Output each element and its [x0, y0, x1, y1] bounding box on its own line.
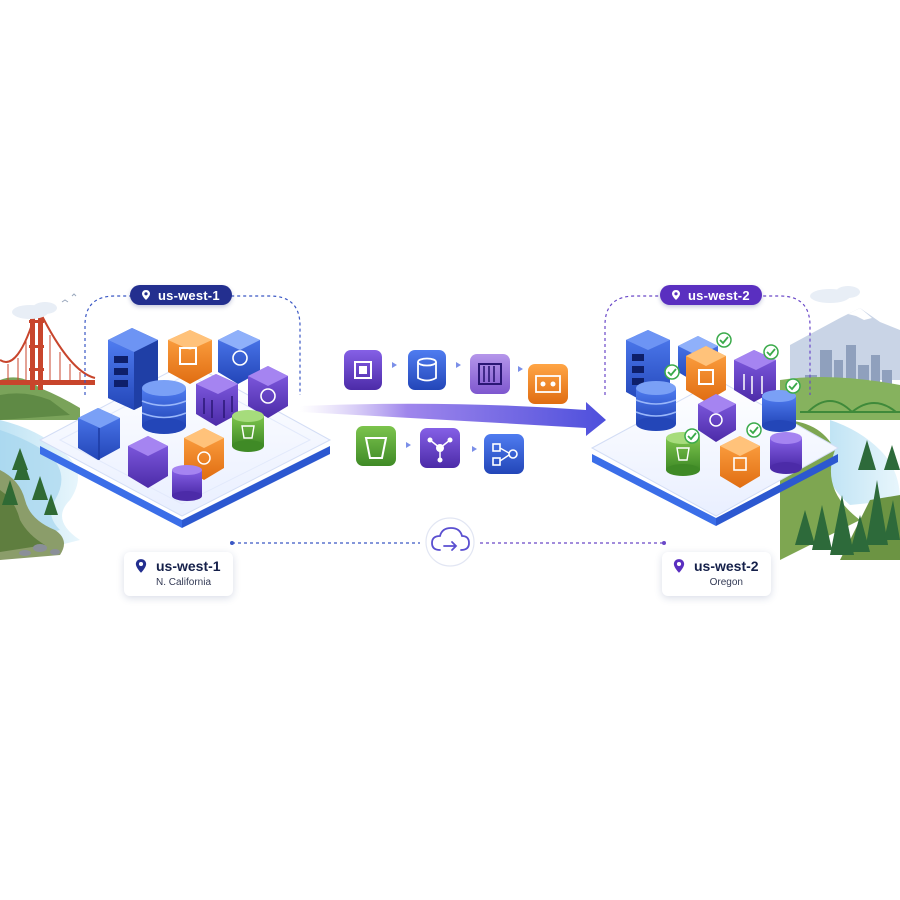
- green-bridge: [800, 400, 900, 413]
- tile-settings-sliders-icon: [528, 364, 568, 404]
- left-scenery: [0, 293, 96, 560]
- migration-arrow: [300, 402, 606, 436]
- container-icon: [734, 350, 776, 402]
- birds-left: [61, 293, 77, 303]
- compute-cube-icon: [78, 408, 120, 460]
- ai-brain-icon: [698, 394, 736, 442]
- source-region-tag: us-west-1: [130, 285, 232, 305]
- queue-cube-icon: [128, 436, 168, 488]
- pine-trees-left: [2, 448, 58, 515]
- small-arrows: [392, 362, 523, 452]
- settings-sliders-icon: [720, 436, 760, 488]
- target-region-name: Oregon: [709, 577, 743, 588]
- migration-flow: [296, 350, 606, 474]
- source-region-name: N. California: [156, 577, 212, 588]
- tile-container-icon: [470, 354, 510, 394]
- rocks-left: [19, 544, 60, 556]
- tile-workflow-icon: [484, 434, 524, 474]
- tile-network-hub-icon: [420, 428, 460, 468]
- location-pin-icon: [672, 290, 680, 300]
- location-pin-icon: [673, 559, 685, 573]
- right-scenery: [780, 286, 900, 560]
- golden-gate-bridge: [0, 310, 96, 390]
- region-connection: [230, 517, 666, 567]
- database-icon: [635, 381, 677, 431]
- tile-bucket-icon: [356, 426, 396, 466]
- source-services: [78, 328, 288, 501]
- network-hub-icon: [218, 330, 260, 384]
- location-pin-icon: [142, 290, 150, 300]
- database-icon-secondary: [762, 390, 796, 432]
- target-region-code: us-west-2: [694, 558, 759, 574]
- ai-brain-icon: [248, 366, 288, 418]
- source-region-card: us-west-1 N. California: [124, 552, 233, 596]
- cache-database-icon: [770, 432, 802, 474]
- clouds-right: [810, 286, 860, 303]
- source-region-tag-label: us-west-1: [158, 287, 220, 303]
- bucket-icon: [232, 410, 264, 452]
- source-region-bracket: [84, 295, 301, 395]
- pine-trees-right: [795, 440, 900, 555]
- clouds-left: [12, 302, 57, 319]
- location-pin-icon: [135, 559, 147, 573]
- target-services: [626, 330, 802, 488]
- cache-database-icon: [172, 465, 202, 501]
- target-region-tag-label: us-west-2: [688, 287, 750, 303]
- speed-lines: [296, 361, 528, 449]
- chip-icon: [686, 346, 726, 402]
- database-icon: [141, 380, 187, 434]
- container-icon: [196, 374, 238, 426]
- target-region-card: us-west-2 Oregon: [662, 552, 771, 596]
- chip-icon: [168, 330, 212, 384]
- check-icon: [664, 332, 801, 444]
- target-region-tag: us-west-2: [660, 285, 762, 305]
- tile-database-icon: [408, 350, 446, 390]
- tile-chip-icon: [344, 350, 382, 390]
- source-region-code: us-west-1: [156, 558, 221, 574]
- cloud-sync-icon: [431, 527, 470, 551]
